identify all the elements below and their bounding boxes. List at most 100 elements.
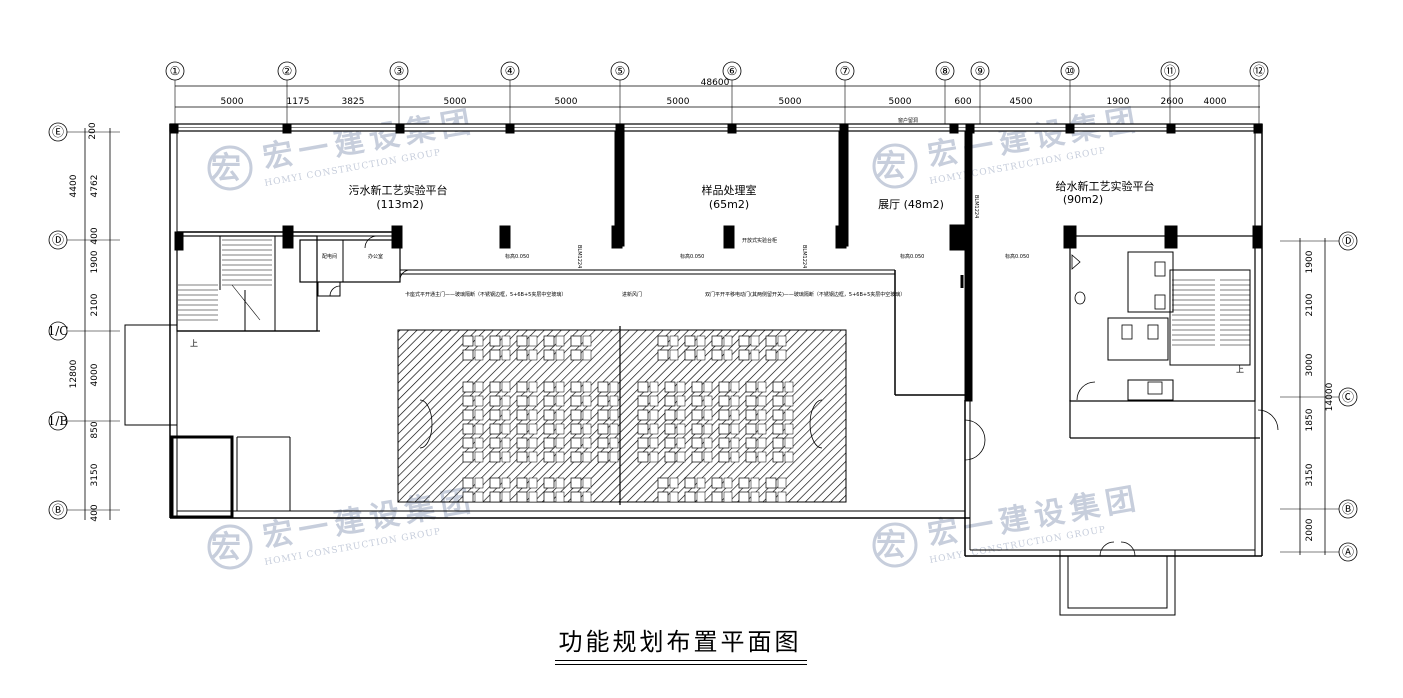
top-window-note: 窗户留洞 bbox=[898, 117, 918, 124]
stair-up-right: 上 bbox=[1236, 365, 1244, 374]
desk bbox=[543, 491, 555, 503]
dimension-left: 850 bbox=[90, 421, 100, 438]
seat bbox=[474, 395, 484, 407]
seat bbox=[777, 491, 787, 503]
axis-label-left: Ⓔ bbox=[52, 125, 64, 139]
desk bbox=[664, 451, 676, 463]
desk bbox=[489, 381, 501, 393]
desk bbox=[637, 409, 649, 421]
desk bbox=[462, 491, 474, 503]
desk bbox=[597, 409, 609, 421]
seat bbox=[555, 491, 565, 503]
seat bbox=[609, 451, 619, 463]
seat bbox=[676, 451, 686, 463]
room-exhibition: 展厅 (48m2) bbox=[878, 198, 944, 211]
dimension-left: 12800 bbox=[69, 359, 79, 388]
seat bbox=[528, 477, 538, 489]
desk bbox=[657, 335, 669, 347]
desk bbox=[489, 409, 501, 421]
desk bbox=[570, 491, 582, 503]
desk bbox=[718, 451, 730, 463]
desk bbox=[765, 349, 777, 361]
left-axis-bubbles: ⒺⒹ1/C1/BⒷ bbox=[48, 122, 120, 520]
seat bbox=[582, 395, 592, 407]
desk bbox=[462, 349, 474, 361]
seat bbox=[555, 451, 565, 463]
seat bbox=[703, 437, 713, 449]
desk bbox=[462, 335, 474, 347]
seat bbox=[703, 409, 713, 421]
seal-icon bbox=[872, 522, 918, 568]
seat bbox=[555, 395, 565, 407]
bench-label: 开放式实验台柜 bbox=[742, 237, 777, 244]
seat bbox=[528, 437, 538, 449]
seat bbox=[528, 451, 538, 463]
seat bbox=[582, 335, 592, 347]
dimension-right: 3150 bbox=[1305, 463, 1315, 486]
desk bbox=[664, 437, 676, 449]
seat bbox=[609, 437, 619, 449]
seat bbox=[669, 349, 679, 361]
dimension-top: 5000 bbox=[444, 97, 467, 107]
dimension-top: 5000 bbox=[889, 97, 912, 107]
desk bbox=[772, 381, 784, 393]
desk bbox=[738, 477, 750, 489]
drawing-title: 功能规划布置平面图 bbox=[558, 628, 802, 656]
dimension-top: 5000 bbox=[667, 97, 690, 107]
seal-icon bbox=[207, 145, 253, 191]
desk bbox=[637, 437, 649, 449]
seat bbox=[696, 335, 706, 347]
seat bbox=[757, 381, 767, 393]
seat bbox=[696, 477, 706, 489]
seat bbox=[555, 335, 565, 347]
building-walls bbox=[124, 123, 1263, 616]
axis-label-top: ⑩ bbox=[1065, 64, 1076, 78]
seat bbox=[528, 423, 538, 435]
title-underline bbox=[555, 660, 807, 661]
desk bbox=[691, 451, 703, 463]
dimension-top: 600 bbox=[954, 97, 971, 107]
desk bbox=[516, 477, 528, 489]
desk bbox=[462, 477, 474, 489]
desk bbox=[765, 491, 777, 503]
small-room-2: 办公室 bbox=[368, 253, 383, 260]
desk bbox=[516, 395, 528, 407]
desk bbox=[745, 451, 757, 463]
seat bbox=[669, 477, 679, 489]
dimension-right: 1900 bbox=[1305, 250, 1315, 273]
seat bbox=[649, 451, 659, 463]
desk bbox=[657, 491, 669, 503]
seal-text: 宏 bbox=[211, 530, 247, 565]
blm-far: BLM1224 bbox=[973, 195, 979, 218]
watermark-2: 宏 宏一建设集团 HOMYI CONSTRUCTION GROUP bbox=[872, 102, 1144, 189]
level-tag-4: 标高0.050 bbox=[1005, 253, 1029, 260]
seat bbox=[703, 395, 713, 407]
note-mid: 进新风门 bbox=[622, 291, 642, 298]
seat bbox=[528, 491, 538, 503]
desk bbox=[684, 477, 696, 489]
watermark-4: 宏 宏一建设集团 HOMYI CONSTRUCTION GROUP bbox=[872, 481, 1144, 568]
desk bbox=[711, 491, 723, 503]
dimension-top: 2600 bbox=[1161, 97, 1184, 107]
seat bbox=[676, 423, 686, 435]
seat bbox=[528, 349, 538, 361]
seat bbox=[784, 409, 794, 421]
desk bbox=[516, 381, 528, 393]
seal-text: 宏 bbox=[876, 149, 912, 184]
seat bbox=[703, 381, 713, 393]
seat bbox=[676, 409, 686, 421]
doors bbox=[329, 235, 1279, 557]
note-left: 卡座式平开通主门——玻璃隔断（不锈钢边框，5+6B+5夹层中空玻璃） bbox=[405, 291, 566, 298]
room-sewage-lab-area: (113m2) bbox=[376, 198, 423, 211]
desk bbox=[543, 409, 555, 421]
dimension-top: 1900 bbox=[1107, 97, 1130, 107]
desk bbox=[711, 349, 723, 361]
seat bbox=[501, 491, 511, 503]
desk bbox=[738, 491, 750, 503]
desk bbox=[691, 409, 703, 421]
seat bbox=[474, 381, 484, 393]
seat bbox=[669, 335, 679, 347]
seat bbox=[730, 451, 740, 463]
